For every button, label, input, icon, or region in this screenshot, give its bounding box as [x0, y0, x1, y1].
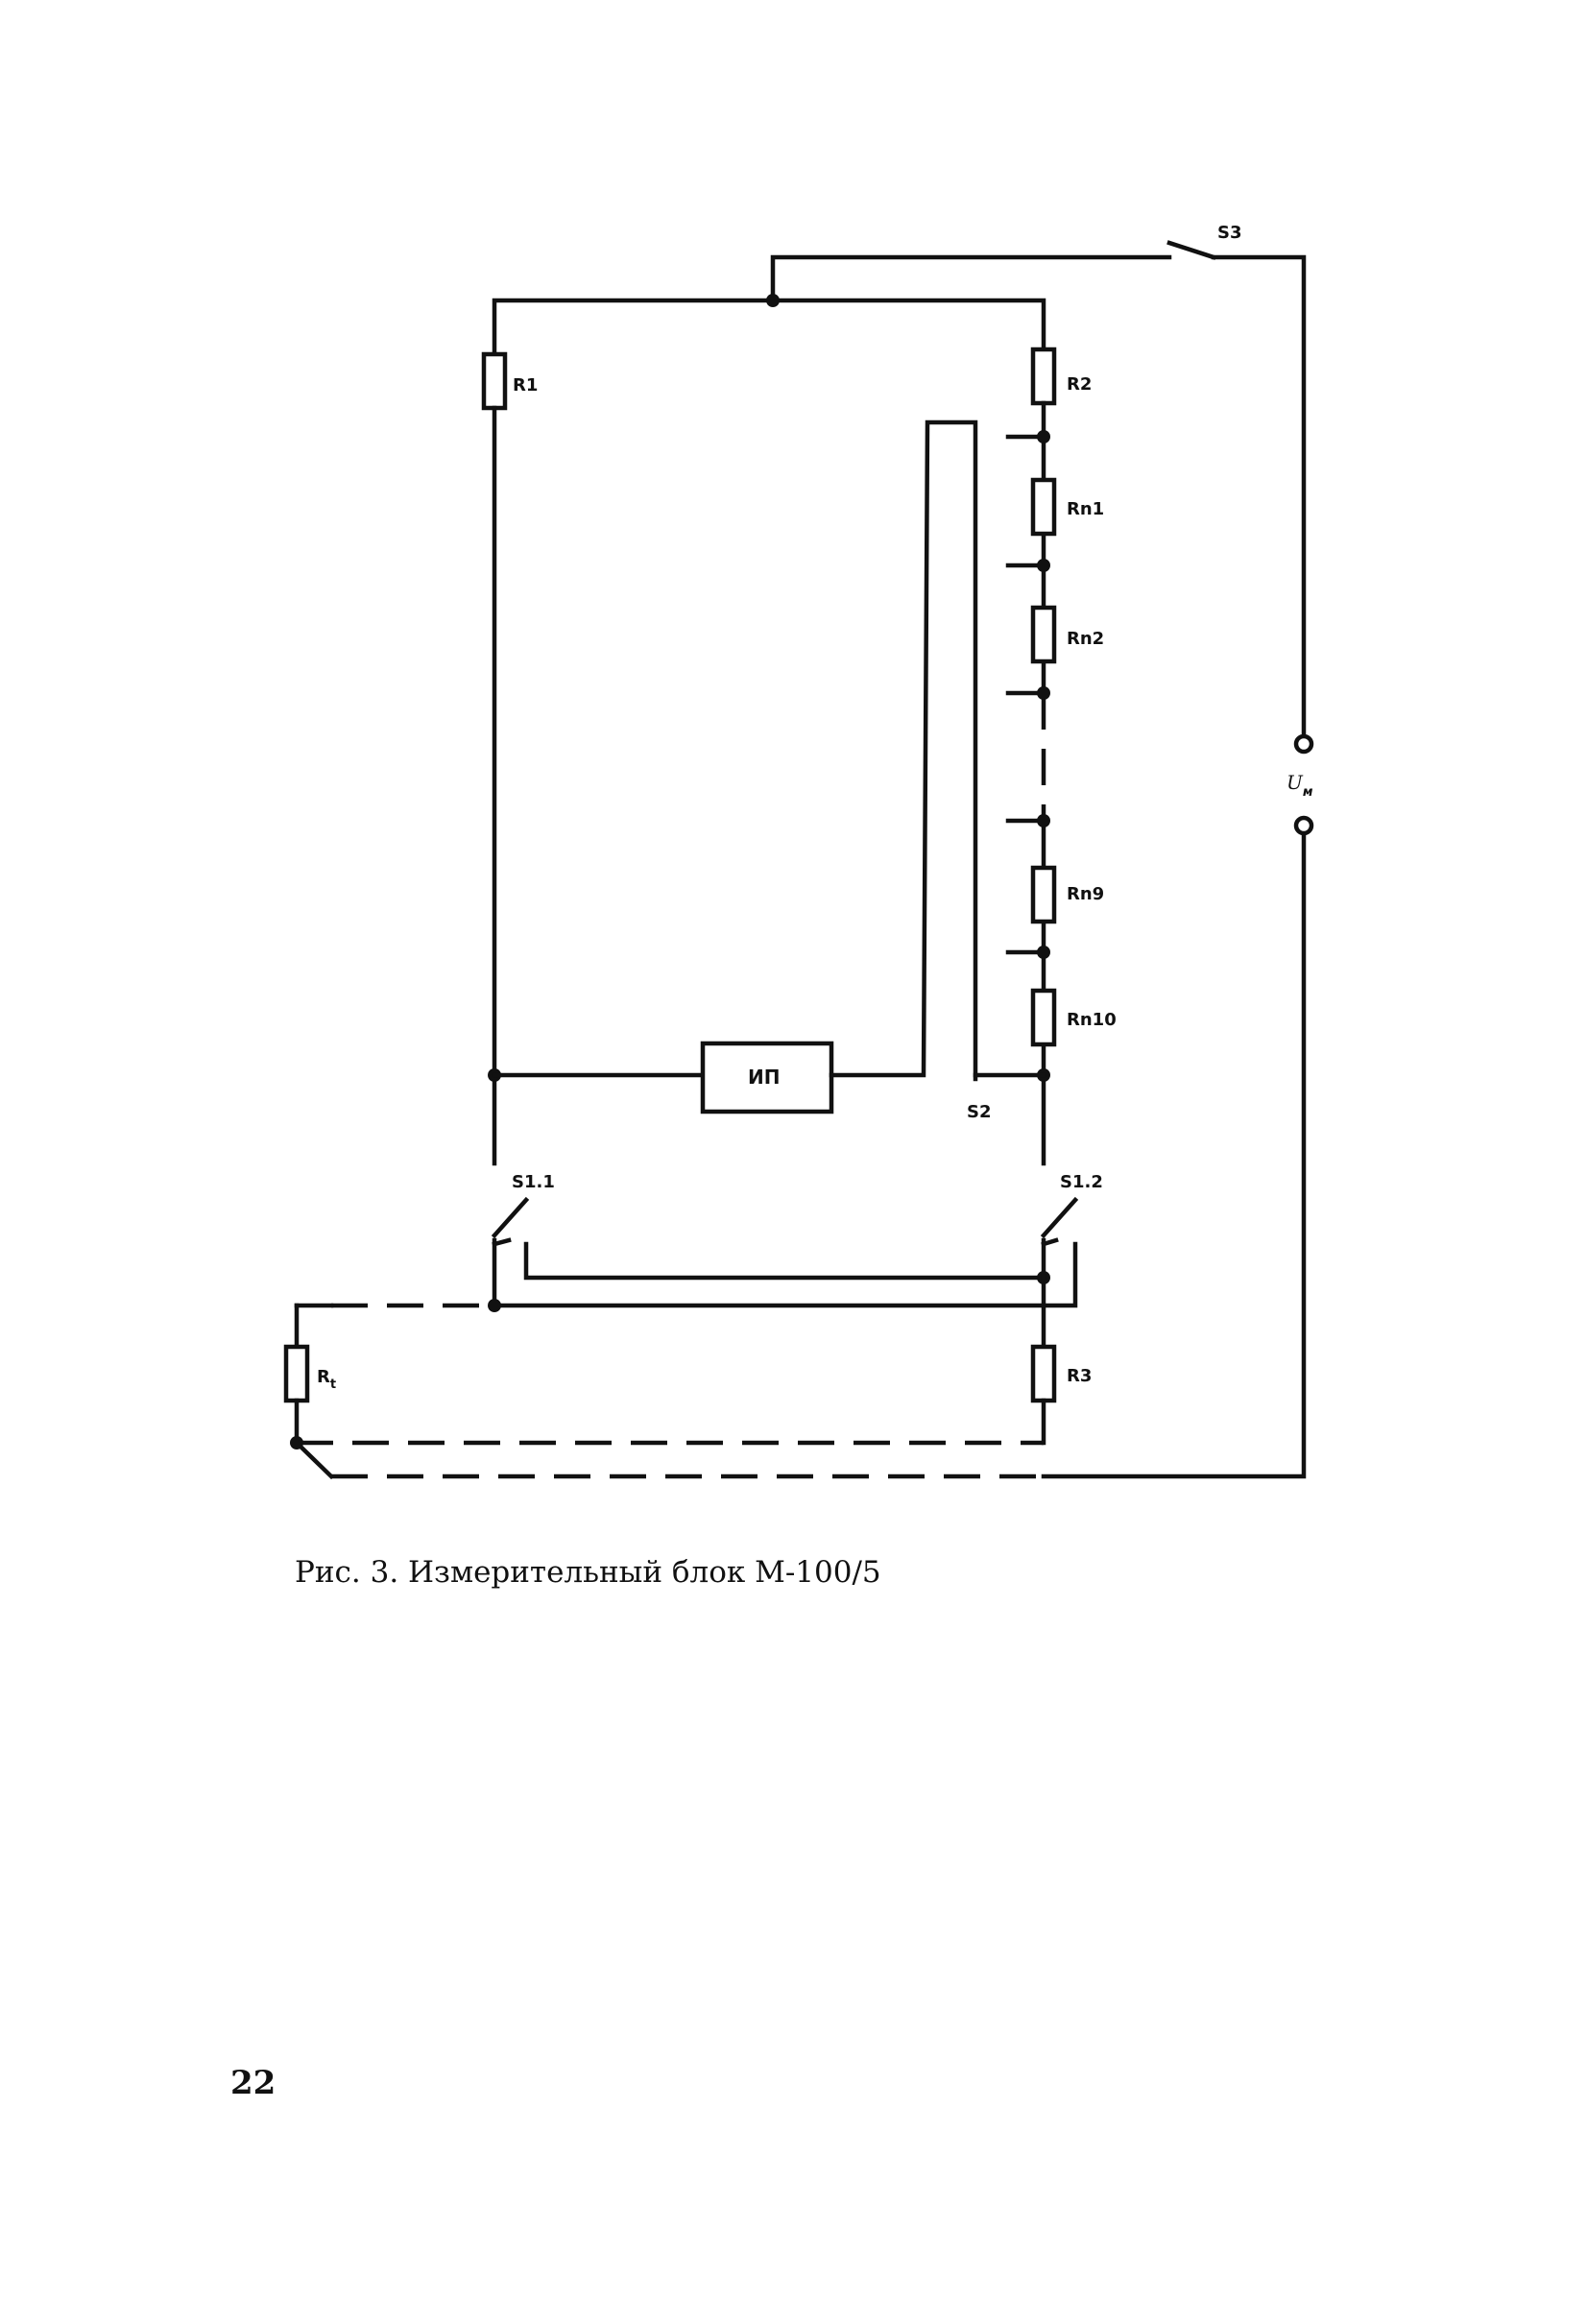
resistor-r1	[481, 351, 508, 411]
wire-s3-to-right-rail	[1211, 254, 1307, 740]
label-s1-2: S1.2	[1060, 1172, 1103, 1192]
wire-ip-to-wiper	[829, 419, 978, 1082]
junction-tap-3	[1037, 686, 1050, 700]
label-s1-1: S1.1	[512, 1172, 555, 1192]
resistor-rn1	[1030, 477, 1057, 537]
label-rt-main: R	[317, 1367, 330, 1387]
wire-top-bus	[492, 298, 1046, 380]
label-um-main: U	[1286, 771, 1304, 794]
figure-caption: Рис. 3. Измерительный блок М-100/5	[295, 1555, 881, 1590]
resistor-rn9	[1030, 865, 1057, 924]
label-rt-sub: t	[330, 1378, 336, 1392]
wire-top-feed	[770, 254, 1172, 303]
label-r3: R3	[1067, 1366, 1092, 1386]
label-r2: R2	[1067, 374, 1092, 395]
label-rn1: Rn1	[1067, 499, 1104, 519]
resistor-rn10	[1030, 988, 1057, 1047]
resistor-r3	[1030, 1344, 1057, 1403]
junction-tap-2	[1037, 559, 1050, 572]
label-rn10: Rn10	[1067, 1010, 1117, 1030]
switch-s3	[1166, 240, 1216, 260]
label-rn9: Rn9	[1067, 884, 1104, 904]
junction-tap-4	[1037, 814, 1050, 827]
switch-s1-1-stub	[492, 1237, 512, 1247]
page-number: 22	[230, 2064, 277, 2102]
label-um-sub: м	[1303, 785, 1313, 800]
instrument-ip	[700, 1041, 834, 1114]
resistor-r2	[1030, 347, 1057, 406]
switch-s1-2-contact	[1041, 1241, 1078, 1308]
wire-bottom-return	[1041, 832, 1307, 1479]
label-r1: R1	[513, 375, 538, 395]
junction-tap-5	[1037, 946, 1050, 959]
label-um: Uм	[1286, 771, 1313, 800]
resistor-rt	[283, 1344, 310, 1403]
label-s3: S3	[1217, 223, 1242, 243]
label-rt: Rt	[317, 1367, 336, 1392]
wire-s1-1-to-s1-2	[523, 1241, 1046, 1281]
terminal-um-top	[1293, 733, 1314, 755]
junction-top	[766, 294, 780, 307]
label-s2: S2	[967, 1102, 992, 1122]
switch-s1-1-blade	[491, 1196, 530, 1239]
label-rn2: Rn2	[1067, 629, 1104, 649]
terminal-um-bottom	[1293, 815, 1314, 836]
junction-s1-1	[488, 1299, 501, 1312]
label-ip: ИП	[748, 1066, 780, 1089]
resistor-rn2	[1030, 605, 1057, 664]
wire-rt-diagonal	[293, 1439, 335, 1480]
switch-s1-2-blade	[1040, 1196, 1079, 1239]
junction-tap-1	[1037, 430, 1050, 443]
